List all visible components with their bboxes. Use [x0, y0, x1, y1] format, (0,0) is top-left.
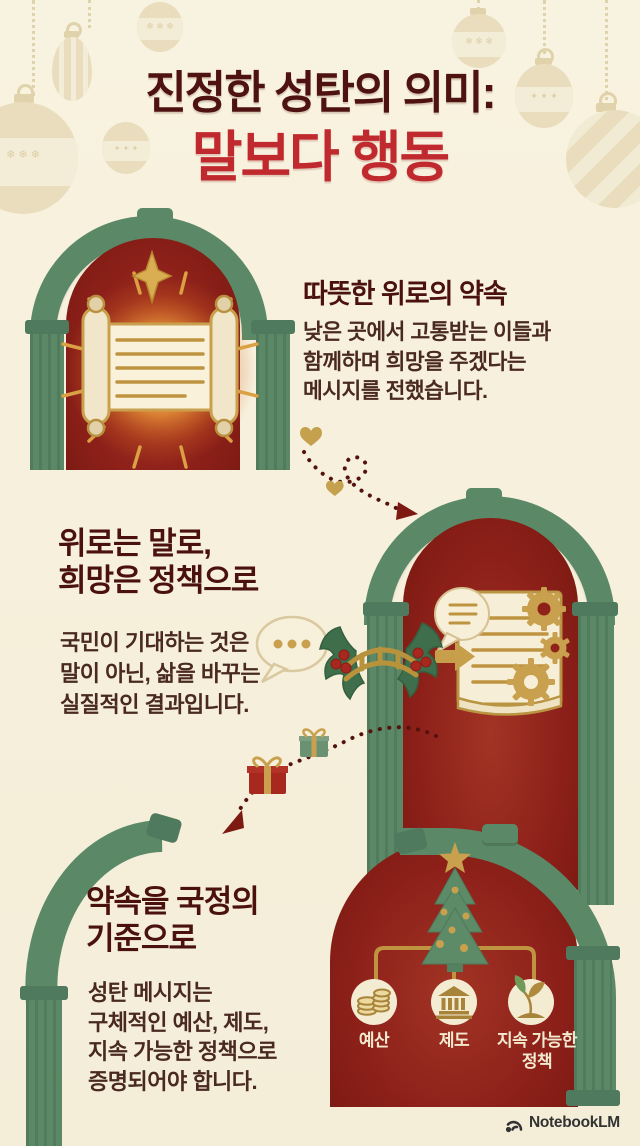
- arch-column: [578, 616, 614, 905]
- column-capital: [572, 602, 618, 616]
- bauble-ornament-icon: [52, 37, 92, 101]
- arch-illustration-standard: 예산 제도 지속 가능한 정책: [328, 824, 640, 1146]
- bethlehem-star-icon: [131, 249, 173, 305]
- ornament-string: [543, 0, 546, 54]
- page-title-line2: 말보다 행동: [191, 126, 450, 188]
- brand-name: NotebookLM: [529, 1114, 620, 1131]
- arch-keystone: [146, 813, 182, 843]
- dotted-trail-2: [222, 725, 438, 834]
- bauble-ornament-icon: ✦ ✦ ✦: [515, 64, 573, 128]
- column-capital: [566, 946, 620, 960]
- gear-icon: [507, 587, 570, 706]
- section-heading-promise: 따뜻한 위로의 약속: [303, 279, 508, 309]
- bridge-icon: [343, 646, 419, 682]
- section-heading-policy: 위로는 말로, 희망은 정책으로: [58, 526, 259, 598]
- ornament-collar: [64, 31, 79, 38]
- gift-icon: [247, 756, 288, 794]
- ornament-string: [605, 0, 608, 100]
- column-base: [566, 1090, 620, 1106]
- arch-illustration-promise: [25, 208, 295, 470]
- trail-arrowhead: [222, 810, 244, 834]
- brand-watermark: NotebookLM: [505, 1113, 635, 1137]
- star-band: ✦ ✦ ✦: [515, 87, 573, 112]
- heart-icon: [326, 480, 344, 496]
- star-band: ✦ ✦ ✦: [102, 141, 150, 161]
- ornament-string: [32, 0, 35, 96]
- holly-icon: [319, 622, 443, 701]
- scroll-scene: [61, 249, 259, 469]
- coins-icon: [357, 988, 391, 1016]
- gift-icon: [299, 728, 329, 757]
- bauble-ornament-icon: ❄ ❄ ❄: [137, 2, 183, 52]
- ornament-collar: [596, 103, 616, 112]
- ornament-collar: [535, 58, 552, 65]
- arch-column: [574, 960, 612, 1092]
- ornament-string: [477, 0, 480, 10]
- snowflake-band: ❄ ❄ ❄: [452, 32, 506, 57]
- node-label-institution: 제도: [438, 1031, 470, 1050]
- dotted-path: [302, 450, 400, 511]
- arch-column: [256, 334, 290, 470]
- node-label-budget: 예산: [358, 1031, 390, 1050]
- star-icon: [439, 842, 471, 873]
- section-body-standard: 성탄 메시지는 구체적인 예산, 제도, 지속 가능한 정책으로 증명되어야 합…: [88, 980, 277, 1095]
- bauble-ornament-icon: ❄ ❄ ❄: [452, 14, 506, 68]
- arch-arc-standard: [25, 813, 182, 1006]
- arch-column: [26, 1000, 62, 1146]
- arch-column: [30, 334, 64, 470]
- ornament-collar: [14, 94, 34, 103]
- section-body-policy: 국민이 기대하는 것은 말이 아닌, 삶을 바꾸는 실질적인 결과입니다.: [60, 630, 261, 717]
- tree-nodes-scene: [351, 842, 554, 1025]
- section-body-promise: 낮은 곳에서 고통받는 이들과 함께하며 희망을 주겠다는 메시지를 전했습니다…: [303, 320, 551, 404]
- holly-berries: [330, 647, 432, 674]
- gold-arrow-icon: [435, 642, 475, 671]
- christmas-tree-icon: [421, 842, 489, 972]
- sprout-icon: [514, 975, 545, 1018]
- bauble-ornament-icon: ✦ ✦ ✦: [102, 122, 150, 174]
- bauble-ornament-icon: [566, 110, 640, 208]
- column-capital: [363, 602, 409, 616]
- column-capital: [251, 320, 295, 334]
- scroll-icon: [81, 294, 239, 438]
- notebooklm-logo-icon: [505, 1120, 523, 1133]
- trail-arrowhead: [396, 502, 418, 520]
- ornament-string: [88, 0, 91, 28]
- column-capital: [25, 320, 69, 334]
- bank-icon: [436, 986, 472, 1019]
- dotted-trail-1: [300, 427, 418, 520]
- page-title-line1: 진정한 성탄의 의미:: [145, 67, 496, 118]
- speech-bubble-icon: [255, 615, 329, 684]
- ornament-collar: [470, 8, 486, 15]
- snowflake-band: ❄ ❄ ❄: [0, 138, 78, 186]
- document-scene: [434, 587, 570, 716]
- column-capital: [20, 986, 68, 1000]
- heart-icon: [300, 427, 322, 446]
- node-label-sustainable-policy: 지속 가능한 정책: [497, 1031, 577, 1072]
- snowflake-band: ❄ ❄ ❄: [137, 18, 183, 40]
- arch-keystone: [482, 824, 518, 846]
- section-heading-standard: 약속을 국정의 기준으로: [86, 884, 260, 956]
